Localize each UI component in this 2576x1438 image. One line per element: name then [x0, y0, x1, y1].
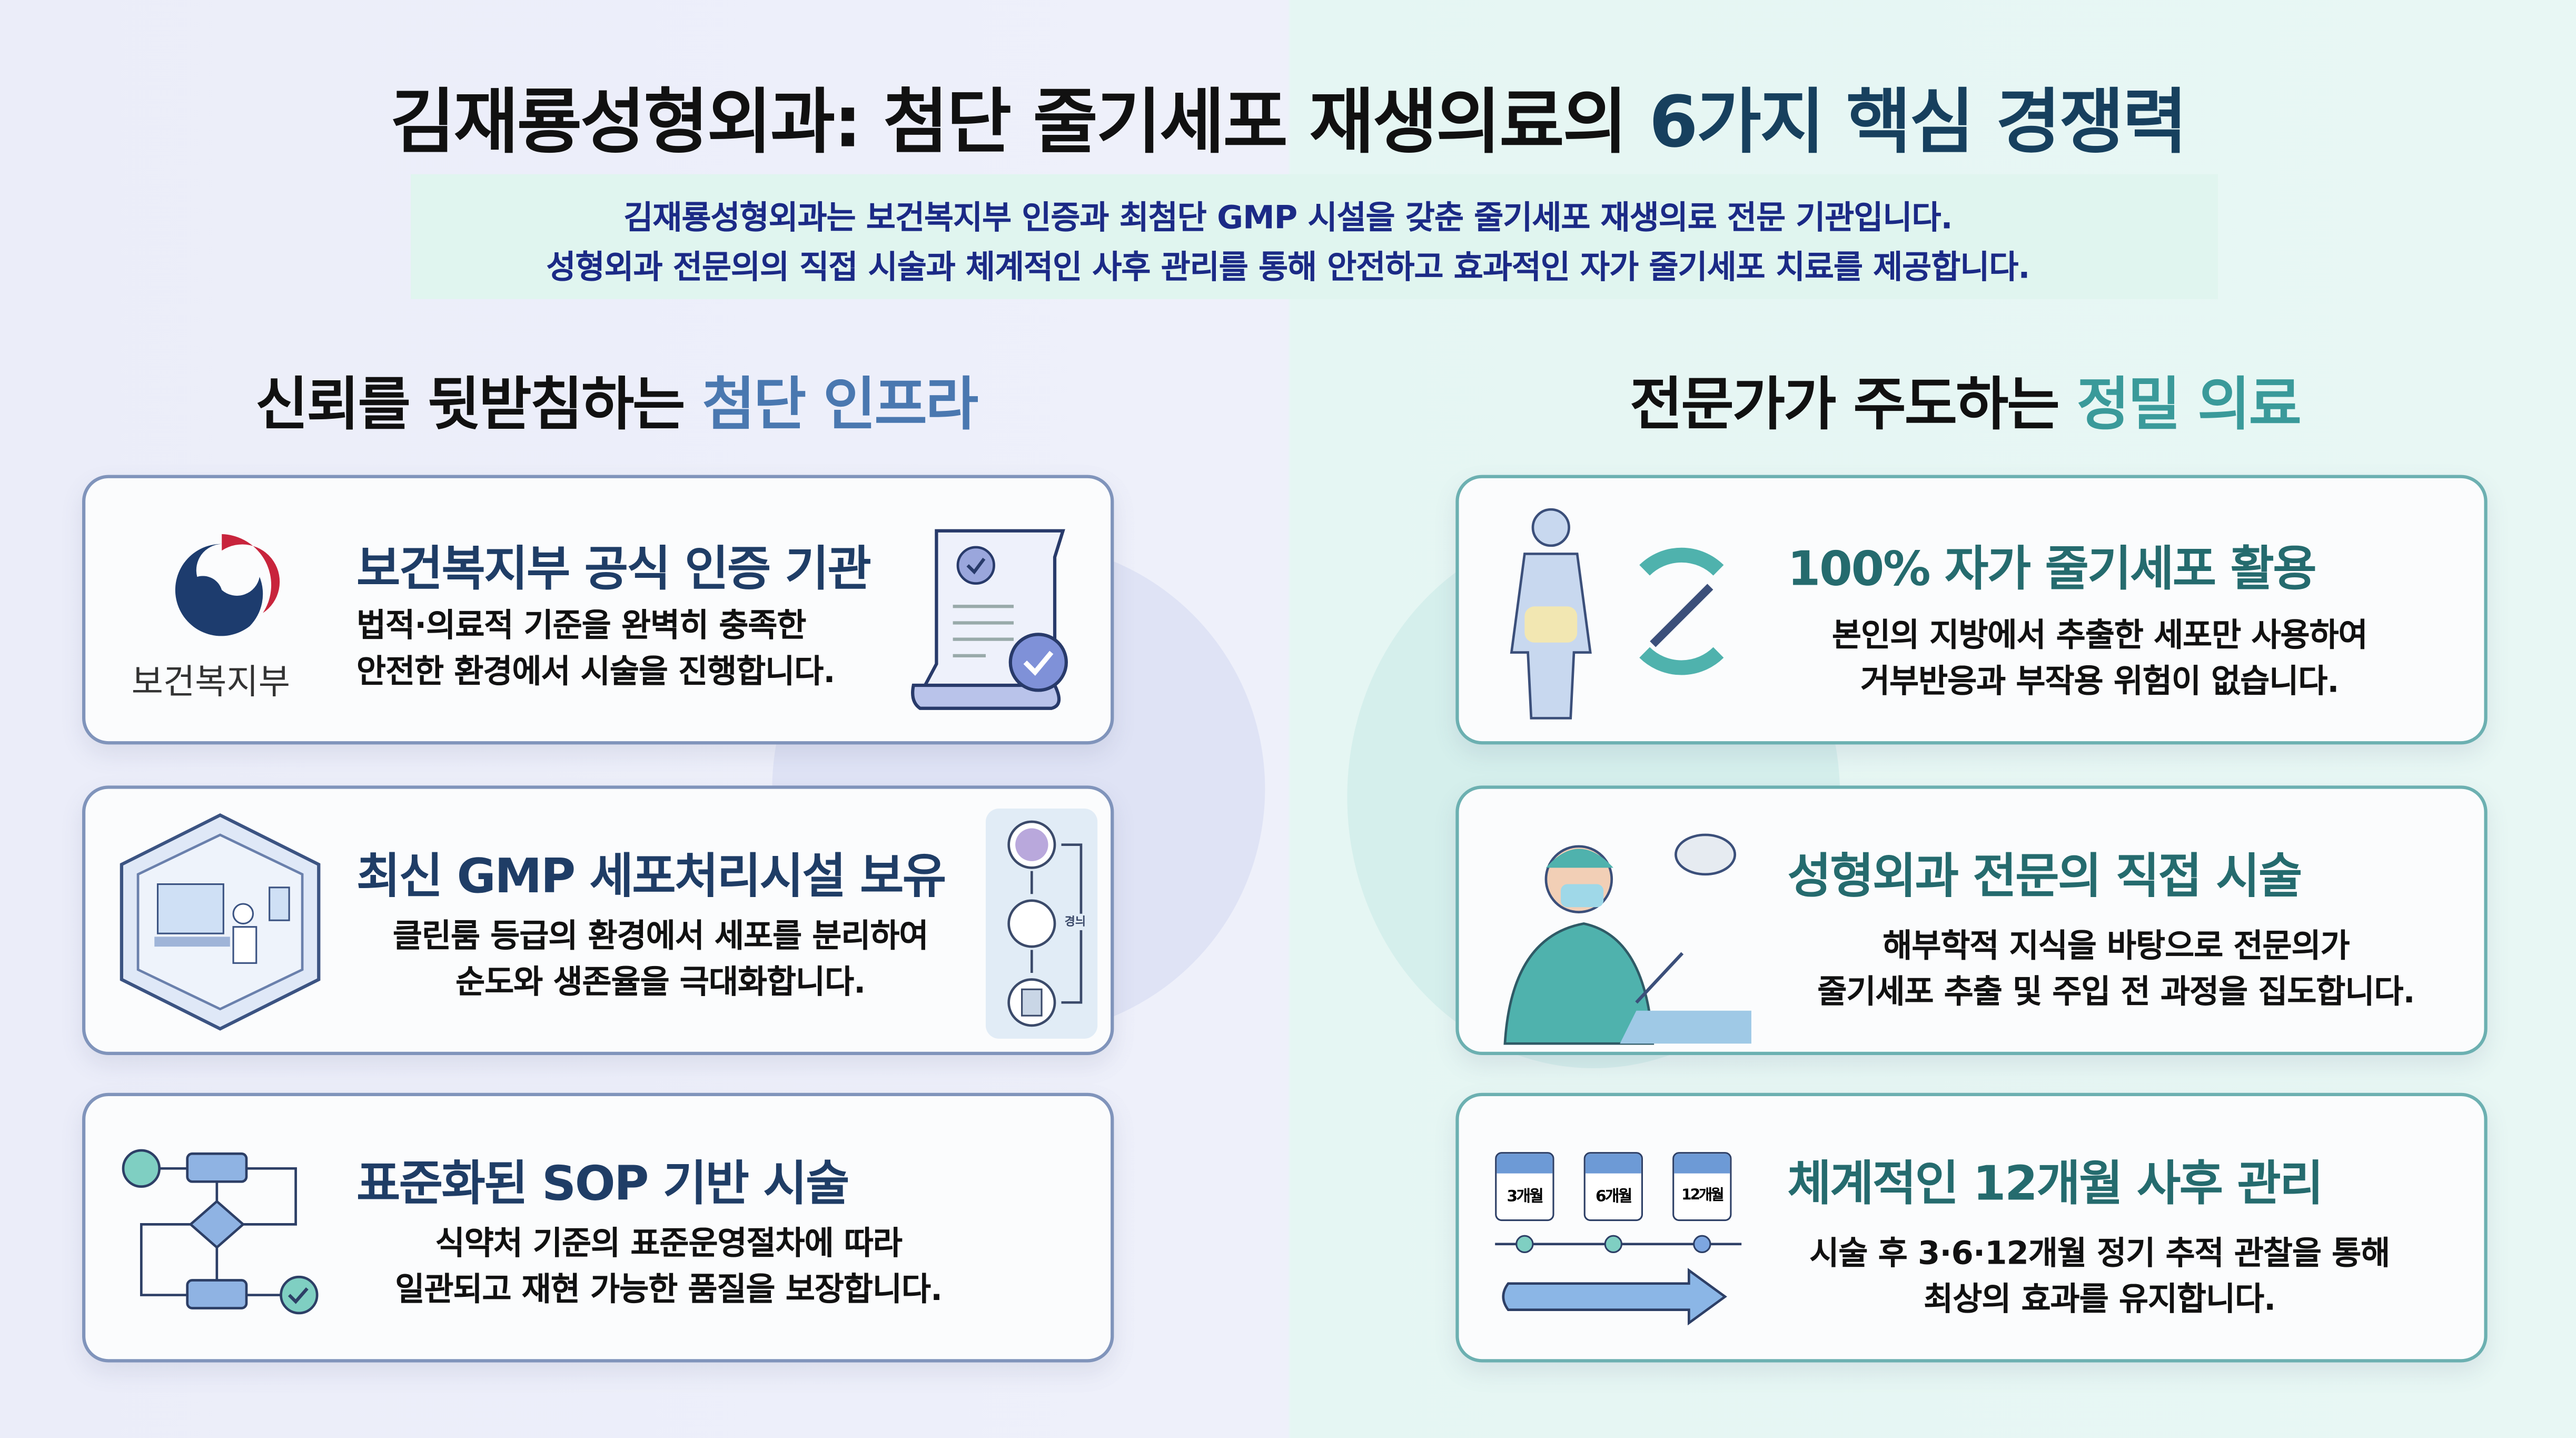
body-syringe-cycle-icon: [1510, 508, 1724, 720]
heading-text: 전문가가 주도하는: [1630, 373, 2077, 439]
desc-line: 최상의 효과를 유지합니다.: [1924, 1280, 2276, 1318]
heading-highlight: 정밀 의료: [2076, 373, 2302, 439]
calendar-label: 12개월: [1681, 1188, 1724, 1205]
card-title: 체계적인 12개월 사후 관리: [1787, 1155, 2324, 1212]
heading-text: 신뢰를 뒷받침하는: [255, 373, 702, 439]
intro-line-2: 성형외과 전문의의 직접 시술과 체계적인 사후 관리를 통해 안전하고 효과적…: [546, 248, 2030, 286]
mohw-logo-text: 보건복지부: [131, 662, 291, 702]
desc-line: 순도와 생존율을 극대화합니다.: [455, 963, 866, 1001]
card-aftercare: 3개월 6개월 12개월 체계적인 12개월 사후 관리 시술 후 3·6·12…: [1455, 1092, 2488, 1363]
desc-line: 식약처 기준의 표준운영절차에 따라: [435, 1224, 903, 1263]
heading-highlight: 첨단 인프라: [702, 373, 978, 439]
desc-line: 거부반응과 부작용 위험이 없습니다.: [1860, 662, 2339, 701]
intro-box: 김재룡성형외과는 보건복지부 인증과 최첨단 GMP 시설을 갖춘 줄기세포 재…: [411, 174, 2218, 299]
title-main: 김재룡성형외과: 첨단 줄기세포 재생의료의: [390, 82, 1649, 164]
card-title: 최신 GMP 세포처리시설 보유: [356, 848, 946, 904]
page-title: 김재룡성형외과: 첨단 줄기세포 재생의료의 6가지 핵심 경쟁력: [0, 66, 2576, 168]
desc-line: 일관되고 재현 가능한 품질을 보장합니다.: [395, 1270, 943, 1308]
certificate-scroll-icon: [911, 529, 1068, 710]
desc-line: 시술 후 3·6·12개월 정기 추적 관찰을 통해: [1809, 1234, 2390, 1272]
desc-line: 본인의 지방에서 추출한 세포만 사용하여: [1832, 616, 2368, 654]
cell-process-icon: [985, 809, 1098, 1039]
left-section-heading: 신뢰를 뒷받침하는 첨단 인프라: [41, 358, 1191, 442]
cleanroom-lab-icon: [120, 813, 321, 1031]
calendar-6m: 6개월: [1583, 1152, 1643, 1222]
calendar-12m: 12개월: [1672, 1152, 1732, 1222]
mohw-logo-icon: [175, 534, 280, 636]
desc-line: 클린룸 등급의 환경에서 세포를 분리하여: [392, 917, 929, 955]
desc-line: 줄기세포 추출 및 주입 전 과정을 집도합니다.: [1817, 973, 2415, 1011]
timeline-arrow-icon: [1495, 1235, 1742, 1326]
card-title: 100% 자가 줄기세포 활용: [1787, 540, 2317, 597]
card-title: 보건복지부 공식 인증 기관: [356, 540, 871, 597]
calendar-label: 6개월: [1595, 1188, 1632, 1207]
desc-line: 법적·의료적 기준을 완벽히 충족한: [356, 606, 806, 645]
desc-line: 안전한 환경에서 시술을 진행합니다.: [356, 652, 835, 691]
process-label: 경늬: [1064, 913, 1086, 930]
calendar-timeline-icon: 3개월 6개월 12개월: [1495, 1146, 1758, 1326]
flowchart-icon: [122, 1149, 319, 1315]
card-title: 표준화된 SOP 기반 시술: [356, 1155, 849, 1212]
desc-line: 해부학적 지식을 바탕으로 전문의가: [1883, 927, 2350, 965]
calendar-label: 3개월: [1507, 1188, 1543, 1207]
surgeon-icon: [1503, 833, 1751, 1045]
title-highlight: 6가지 핵심 경쟁력: [1649, 82, 2188, 164]
right-section-heading: 전문가가 주도하는 정밀 의료: [1390, 358, 2540, 442]
card-title: 성형외과 전문의 직접 시술: [1787, 848, 2303, 904]
calendar-3m: 3개월: [1495, 1152, 1554, 1222]
intro-line-1: 김재룡성형외과는 보건복지부 인증과 최첨단 GMP 시설을 갖춘 줄기세포 재…: [623, 199, 1953, 237]
